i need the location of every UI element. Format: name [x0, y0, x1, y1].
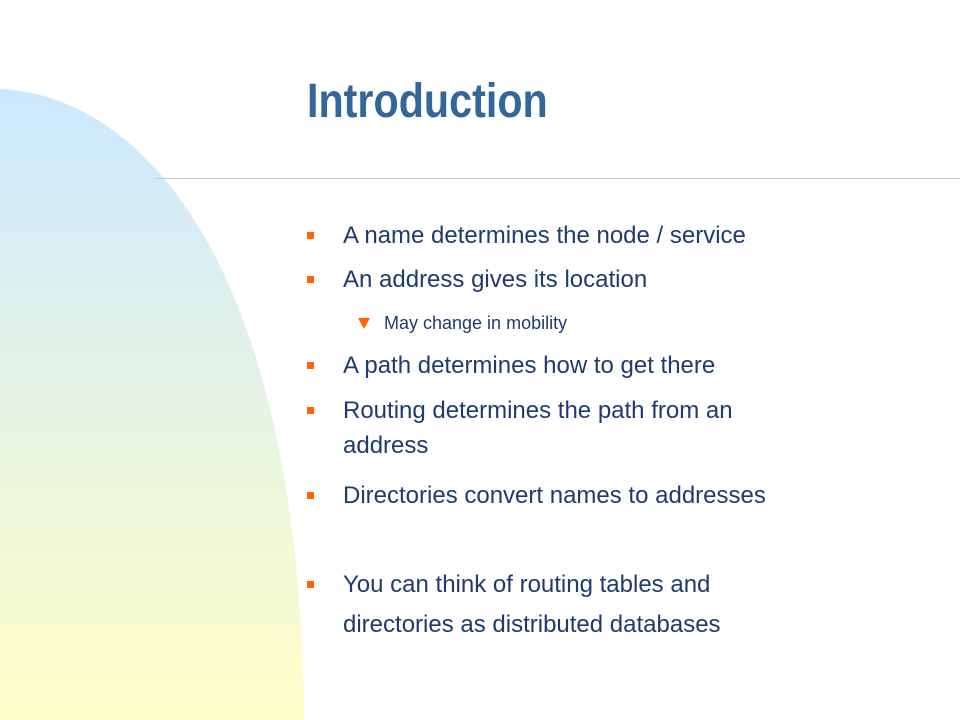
square-bullet-icon [307, 492, 314, 499]
bullet-text: Directories convert names to addresses [343, 482, 766, 509]
bullet-text: A name determines the node / service [343, 222, 746, 249]
square-bullet-icon [307, 362, 314, 369]
bullet-text: A path determines how to get there [343, 352, 716, 379]
square-bullet-icon [307, 581, 314, 588]
bullet-text-line: You can think of routing tables and [343, 571, 711, 598]
sub-bullet-text: May change in mobility [384, 313, 568, 333]
triangle-bullet-icon [358, 318, 370, 329]
title-divider [155, 178, 960, 179]
square-bullet-icon [307, 407, 314, 414]
bullet-text-line: Routing determines the path from an [343, 397, 733, 424]
square-bullet-icon [307, 232, 314, 239]
bullet-text-line: address [343, 432, 429, 459]
square-bullet-icon [307, 276, 314, 283]
bullet-text: An address gives its location [343, 266, 648, 293]
bullet-text-line: directories as distributed databases [343, 611, 721, 638]
page-title: Introduction [307, 75, 548, 128]
